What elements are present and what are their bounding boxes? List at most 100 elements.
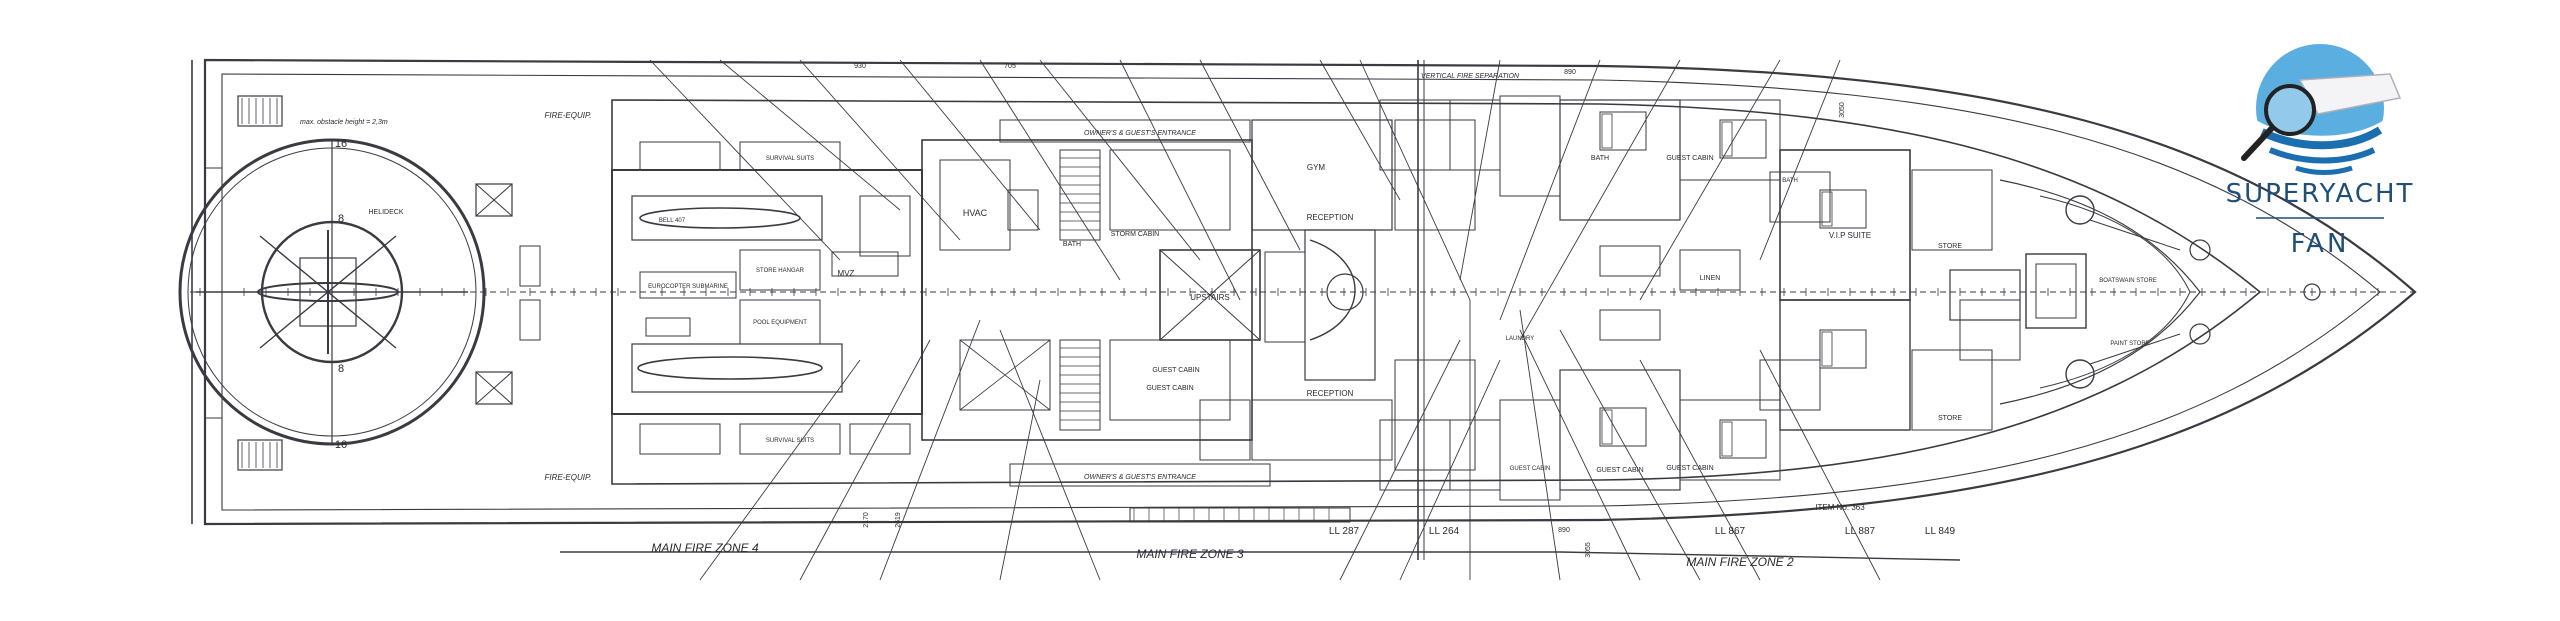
logo-wave — [2260, 126, 2383, 150]
dimension-label: 2170 — [863, 512, 870, 528]
level-mark: LL 264 — [1429, 526, 1460, 537]
leader-line — [1359, 59, 1471, 301]
room-label-sub: EUROCOPTER SUBMARINE — [648, 284, 728, 290]
small-room — [1007, 189, 1039, 231]
leader-line — [899, 59, 1041, 231]
dimension-label: 3050 — [1839, 102, 1846, 118]
bollard — [2189, 239, 2211, 261]
entrance-corridor — [1009, 463, 1271, 487]
leader-line — [1039, 59, 1201, 261]
room-label-survival: SURVIVAL SUITS — [766, 438, 814, 444]
entrance-corridor — [999, 119, 1251, 143]
leader-line — [1319, 59, 1401, 201]
room-label-linen: LINEN — [1700, 275, 1721, 282]
bed — [1819, 329, 1867, 369]
fire-separation-label: VERTICAL FIRE SEPARATION — [1421, 73, 1520, 80]
room-cross — [959, 339, 1051, 411]
spiral-stair — [1309, 239, 1356, 341]
room-label-guest: GUEST CABIN — [1152, 367, 1199, 374]
lift-lobby — [1159, 249, 1261, 341]
winch — [2065, 359, 2095, 389]
utility-room — [639, 141, 721, 171]
guest-cabin — [1679, 399, 1781, 481]
fire-box — [519, 245, 541, 287]
helideck-mark: 16 — [335, 138, 347, 150]
leader-line — [1639, 59, 1781, 301]
leader-line — [1339, 339, 1461, 581]
dimension-label: 3055 — [1585, 542, 1592, 558]
leader-line — [1119, 59, 1241, 301]
cabin — [1379, 99, 1451, 171]
fire-box — [475, 183, 513, 217]
fire-zone-4-label: MAIN FIRE ZONE 4 — [651, 541, 759, 555]
hangar-helicopter-bay — [631, 343, 843, 393]
room-label-bath: BATH — [1782, 178, 1798, 184]
room-label-hvac: HVAC — [963, 208, 988, 218]
leader-line — [999, 329, 1101, 581]
bed — [1599, 407, 1647, 447]
survival-room — [739, 423, 841, 455]
room-label-guest: GUEST CABIN — [1666, 465, 1713, 472]
cabin — [1109, 339, 1231, 421]
fire-box-cross — [475, 371, 513, 405]
hvac-room — [939, 159, 1011, 251]
room-label-guest: GUEST CABIN — [1596, 467, 1643, 474]
anchor-chain — [2089, 219, 2181, 251]
leader-line — [1759, 59, 1841, 261]
room-label-bath: BATH — [1591, 155, 1609, 162]
gangway — [1129, 507, 1351, 523]
bed — [1719, 119, 1767, 159]
helideck-mark: 8 — [338, 363, 344, 375]
storage-room — [859, 195, 911, 257]
mvz-room — [831, 251, 899, 277]
room-label-store: STORE HANGAR — [756, 268, 805, 274]
leader-line — [719, 59, 901, 211]
leader-line — [699, 359, 861, 581]
linen-room — [1679, 249, 1741, 291]
room-label-lifts: UPSTAIRS — [1190, 293, 1229, 302]
dressing-room — [1759, 359, 1821, 411]
room-label-pool: POOL EQUIPMENT — [753, 320, 807, 326]
dimension-label: 890 — [1558, 527, 1570, 534]
entrance-label-top: OWNER'S & GUEST'S ENTRANCE — [1084, 130, 1196, 137]
leader-line — [799, 59, 961, 241]
survival-room — [739, 141, 841, 171]
hangar-helicopter-bay — [631, 195, 823, 241]
leader-line — [1519, 329, 1641, 581]
fire-box-cross — [475, 183, 513, 217]
cabin — [1109, 149, 1231, 231]
helideck-note-label: max. obstacle height = 2,3m — [300, 119, 388, 126]
mid-block — [921, 139, 1253, 441]
hull-inner — [221, 73, 2381, 511]
cabin — [1199, 399, 1251, 461]
bow-curve — [1999, 179, 2201, 405]
room-label-guest: GUEST CABIN — [1146, 385, 1193, 392]
room-label-laundry: LAUNDRY — [1506, 336, 1535, 342]
bow-box — [1949, 269, 2021, 321]
bed-pillow — [1821, 191, 1833, 227]
room-label-reception-top: RECEPTION — [1307, 213, 1354, 222]
superstructure — [611, 99, 2262, 485]
helideck-label: HELIDECK — [368, 209, 403, 216]
room-label-vip: V.I.P SUITE — [1829, 231, 1871, 240]
logo-subword: FAN — [2291, 229, 2350, 259]
bow-curve — [2039, 195, 2191, 389]
bow-tender — [2025, 253, 2087, 329]
cabin — [1251, 399, 1393, 461]
utility-room — [639, 423, 721, 455]
leader-line — [1559, 329, 1701, 581]
bed — [1599, 111, 1647, 151]
fire-zone-line — [1559, 551, 1961, 561]
leader-line — [979, 59, 1121, 281]
helicopter-skids — [299, 257, 357, 327]
level-mark: LL 849 — [1925, 526, 1956, 537]
reception — [1394, 359, 1476, 471]
dimension-label: 930 — [854, 63, 866, 70]
item-mark: ITEM No. 363 — [1815, 503, 1865, 512]
leader-line — [1639, 359, 1761, 581]
leader-line — [1499, 59, 1601, 321]
small-room — [1599, 245, 1661, 277]
level-mark: LL 287 — [1329, 526, 1360, 537]
leader-line — [799, 339, 931, 581]
